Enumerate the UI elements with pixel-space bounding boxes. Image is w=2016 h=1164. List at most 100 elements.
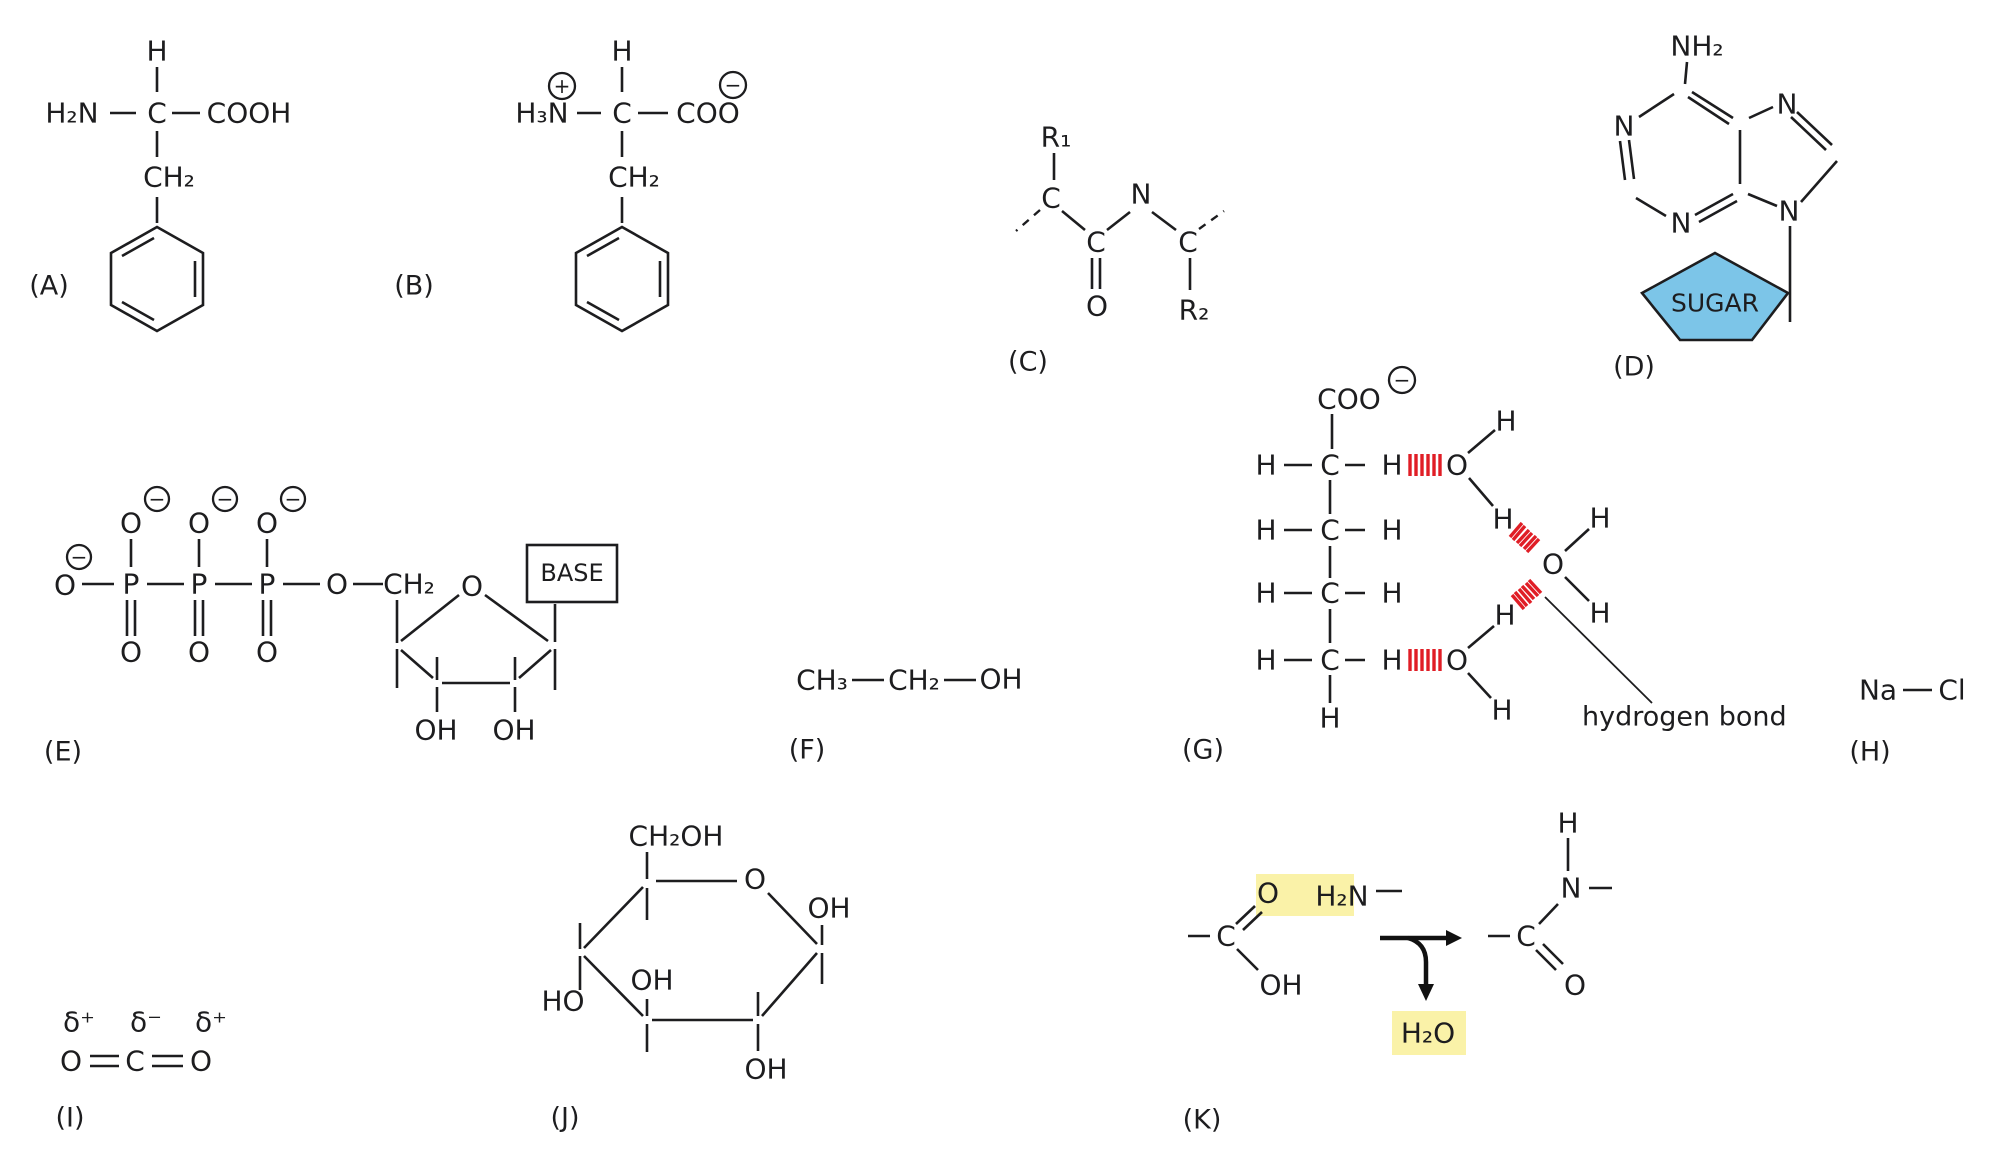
- chain-continues-bond: [1198, 210, 1225, 230]
- base-box: [525, 543, 619, 604]
- bond: [1467, 672, 1492, 699]
- bond: [1747, 192, 1778, 208]
- ring-nitrogen: N: [1777, 88, 1798, 121]
- amide-carbon: C: [1516, 920, 1536, 953]
- double-bond: [1796, 111, 1833, 146]
- bond: [1467, 429, 1496, 454]
- bond: [1748, 105, 1774, 120]
- hydroxyl: OH: [979, 663, 1022, 696]
- atom-H: H: [1255, 644, 1276, 677]
- label-C: (C): [1008, 347, 1048, 378]
- minus-sign: −: [725, 73, 742, 97]
- bond: [1564, 528, 1590, 552]
- hatch-stroke: [1527, 578, 1543, 595]
- highlight-leaving-atoms: [1256, 874, 1354, 916]
- hydrogen-bond-hatch: [1408, 454, 1543, 671]
- hatch-stroke: [1511, 524, 1527, 542]
- water-bonds: [1467, 429, 1590, 699]
- ring-nitrogen: N: [1614, 110, 1635, 143]
- structure-E: − O P P P O O O O − − − O O O CH₂ O BASE…: [44, 485, 619, 768]
- alpha-carbon: C: [147, 97, 167, 130]
- double-bond: [1542, 943, 1564, 965]
- minus-charge-circle: [718, 70, 748, 100]
- ch2-group: CH₂: [608, 161, 660, 194]
- bonds-J: [578, 852, 824, 1052]
- bond: [1800, 160, 1838, 203]
- benzene-ring: [109, 225, 205, 333]
- chain-continues-bond: [1015, 209, 1041, 232]
- bond: [1564, 576, 1590, 602]
- chain-carbon: C: [1320, 644, 1340, 677]
- carboxyl-group: COOH: [207, 97, 292, 130]
- phosphate-oxygen: O: [188, 507, 210, 540]
- atom-H: H: [611, 35, 632, 68]
- hatch-stroke: [1510, 593, 1526, 611]
- ch3-group: CH₃: [796, 664, 848, 697]
- carbonyl-oxygen: O: [1086, 290, 1108, 323]
- label-K: (K): [1183, 1105, 1222, 1136]
- amino-group: NH₂: [1670, 30, 1723, 63]
- minus-charge-circle: [143, 485, 171, 513]
- hydroxyl: OH: [492, 714, 535, 747]
- ring-outline: [574, 225, 670, 333]
- bonds-A: [110, 67, 200, 223]
- phosphate-oxygen: O: [256, 636, 278, 669]
- double-bond: [1687, 95, 1730, 126]
- bonds-B: [577, 67, 668, 223]
- hydroxyl: OH: [744, 1053, 787, 1086]
- ring-oxygen: O: [744, 863, 766, 896]
- purine-ring-bonds: [1618, 61, 1838, 322]
- carbonyl-oxygen: O: [1257, 877, 1279, 910]
- structure-I: δ⁺ δ⁻ δ⁺ O C O (I): [55, 1006, 226, 1134]
- atom-C: C: [1178, 226, 1198, 259]
- atom-H: H: [1381, 577, 1402, 610]
- r2-group: R₂: [1179, 294, 1210, 327]
- water-hydrogen: H: [1492, 503, 1513, 536]
- bridge-oxygen: O: [326, 568, 348, 601]
- base-label: BASE: [540, 559, 603, 587]
- double-bond: [1694, 192, 1734, 217]
- minus-charge-circle: [65, 543, 93, 571]
- water-branch-arrow: [1407, 935, 1429, 986]
- structure-K: C O OH H₂N H₂O C N H O (K): [1183, 807, 1612, 1136]
- chlorine-atom: Cl: [1938, 674, 1965, 707]
- ring-bond: [583, 886, 644, 949]
- highlight-water: [1392, 1011, 1466, 1055]
- ring-bond: [761, 952, 818, 1017]
- hydroxyl: OH: [807, 892, 850, 925]
- ring-bond: [583, 955, 644, 1017]
- bonds-I: [90, 1054, 183, 1068]
- ch2-group: CH₂: [143, 161, 195, 194]
- carbonyl-carbon: C: [1086, 226, 1106, 259]
- hydroxyl: OH: [1259, 969, 1302, 1002]
- hydroxyl: HO: [541, 985, 584, 1018]
- bond: [1468, 477, 1494, 507]
- ring-nitrogen: N: [1779, 195, 1800, 228]
- hatch-stroke: [1508, 521, 1524, 539]
- double-bond: [1790, 116, 1827, 151]
- phosphorus: P: [191, 568, 208, 601]
- minus-sign: −: [217, 487, 234, 511]
- r1-group: R₁: [1041, 121, 1072, 154]
- structure-B: H + H₃N C COO − CH₂ (B): [394, 35, 748, 333]
- chain-bonds: [1284, 414, 1365, 703]
- double-bond: [1618, 140, 1627, 181]
- reaction-arrow: [1380, 930, 1462, 1001]
- minus-sign: −: [1394, 368, 1411, 392]
- label-A: (A): [29, 271, 69, 302]
- benzene-ring: [574, 225, 670, 333]
- atom-C: C: [125, 1045, 145, 1078]
- water-hydrogen: H: [1589, 597, 1610, 630]
- bond: [1683, 61, 1689, 85]
- hatch-stroke: [1520, 584, 1536, 601]
- chain-carbon: C: [1320, 577, 1340, 610]
- structure-D: NH₂ N N N N SUGAR (D): [1613, 30, 1838, 383]
- phosphate-oxygen: O: [256, 507, 278, 540]
- carboxyl-carbon: C: [1216, 920, 1236, 953]
- water-hydrogen: H: [1494, 599, 1515, 632]
- double-bond-inner: [121, 300, 155, 322]
- atom-H: H: [1255, 577, 1276, 610]
- ring-bond: [400, 649, 434, 679]
- hydroxyl: OH: [414, 714, 457, 747]
